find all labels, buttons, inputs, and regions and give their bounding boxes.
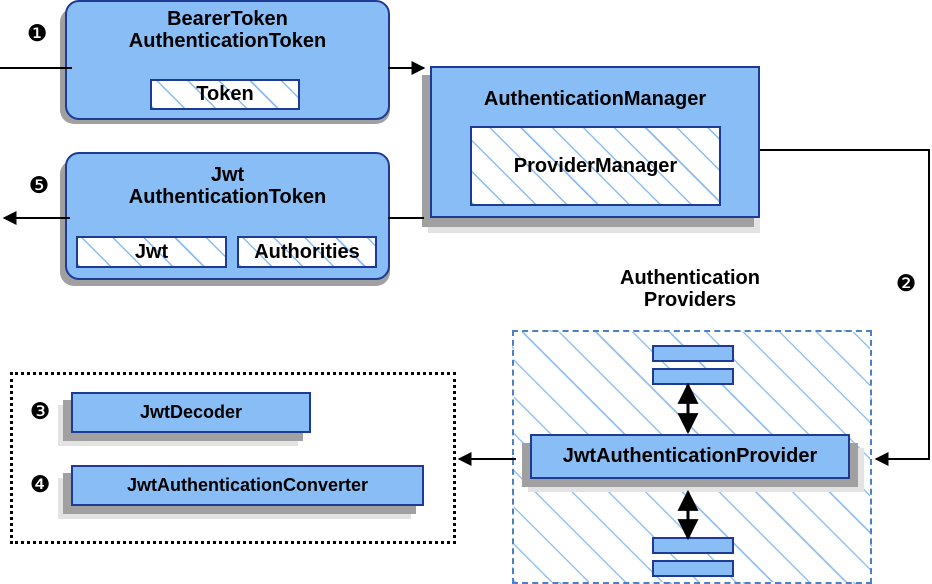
badge-step-2: ❷ <box>895 271 917 297</box>
badge-step-5: ❺ <box>28 173 50 199</box>
badge-step-3: ❸ <box>29 399 51 425</box>
authentication-providers-title: Authentication Providers <box>595 267 785 312</box>
token-box[interactable]: Token <box>150 79 300 110</box>
jwt-support-classes-region <box>10 372 456 544</box>
bearer-token-label-line2: AuthenticationToken <box>128 30 327 53</box>
provider-stack-bar-lower-2 <box>652 560 734 577</box>
provider-stack-bar-upper-1 <box>652 345 734 362</box>
jwt-authentication-token-label-line1: Jwt <box>210 164 245 186</box>
jwt-authentication-token-label-line2: AuthenticationToken <box>128 186 327 209</box>
authentication-providers-title-line1: Authentication <box>620 267 760 289</box>
authentication-manager-label: AuthenticationManager <box>483 88 707 110</box>
provider-manager-box[interactable]: ProviderManager <box>470 126 721 206</box>
jwt-authentication-converter-node[interactable]: JwtAuthenticationConverter <box>71 465 424 506</box>
badge-step-4: ❹ <box>29 472 51 498</box>
jwt-authentication-provider-node[interactable]: JwtAuthenticationProvider <box>530 434 850 479</box>
bearer-token-label-line1: BearerToken <box>167 8 288 30</box>
provider-stack-bar-lower-1 <box>652 537 734 554</box>
authorities-box[interactable]: Authorities <box>237 236 377 268</box>
jwt-box[interactable]: Jwt <box>76 236 227 268</box>
authentication-providers-title-line2: Providers <box>643 289 737 312</box>
provider-stack-bar-upper-2 <box>652 368 734 385</box>
badge-step-1: ❶ <box>26 21 48 47</box>
jwt-decoder-node[interactable]: JwtDecoder <box>71 392 311 433</box>
